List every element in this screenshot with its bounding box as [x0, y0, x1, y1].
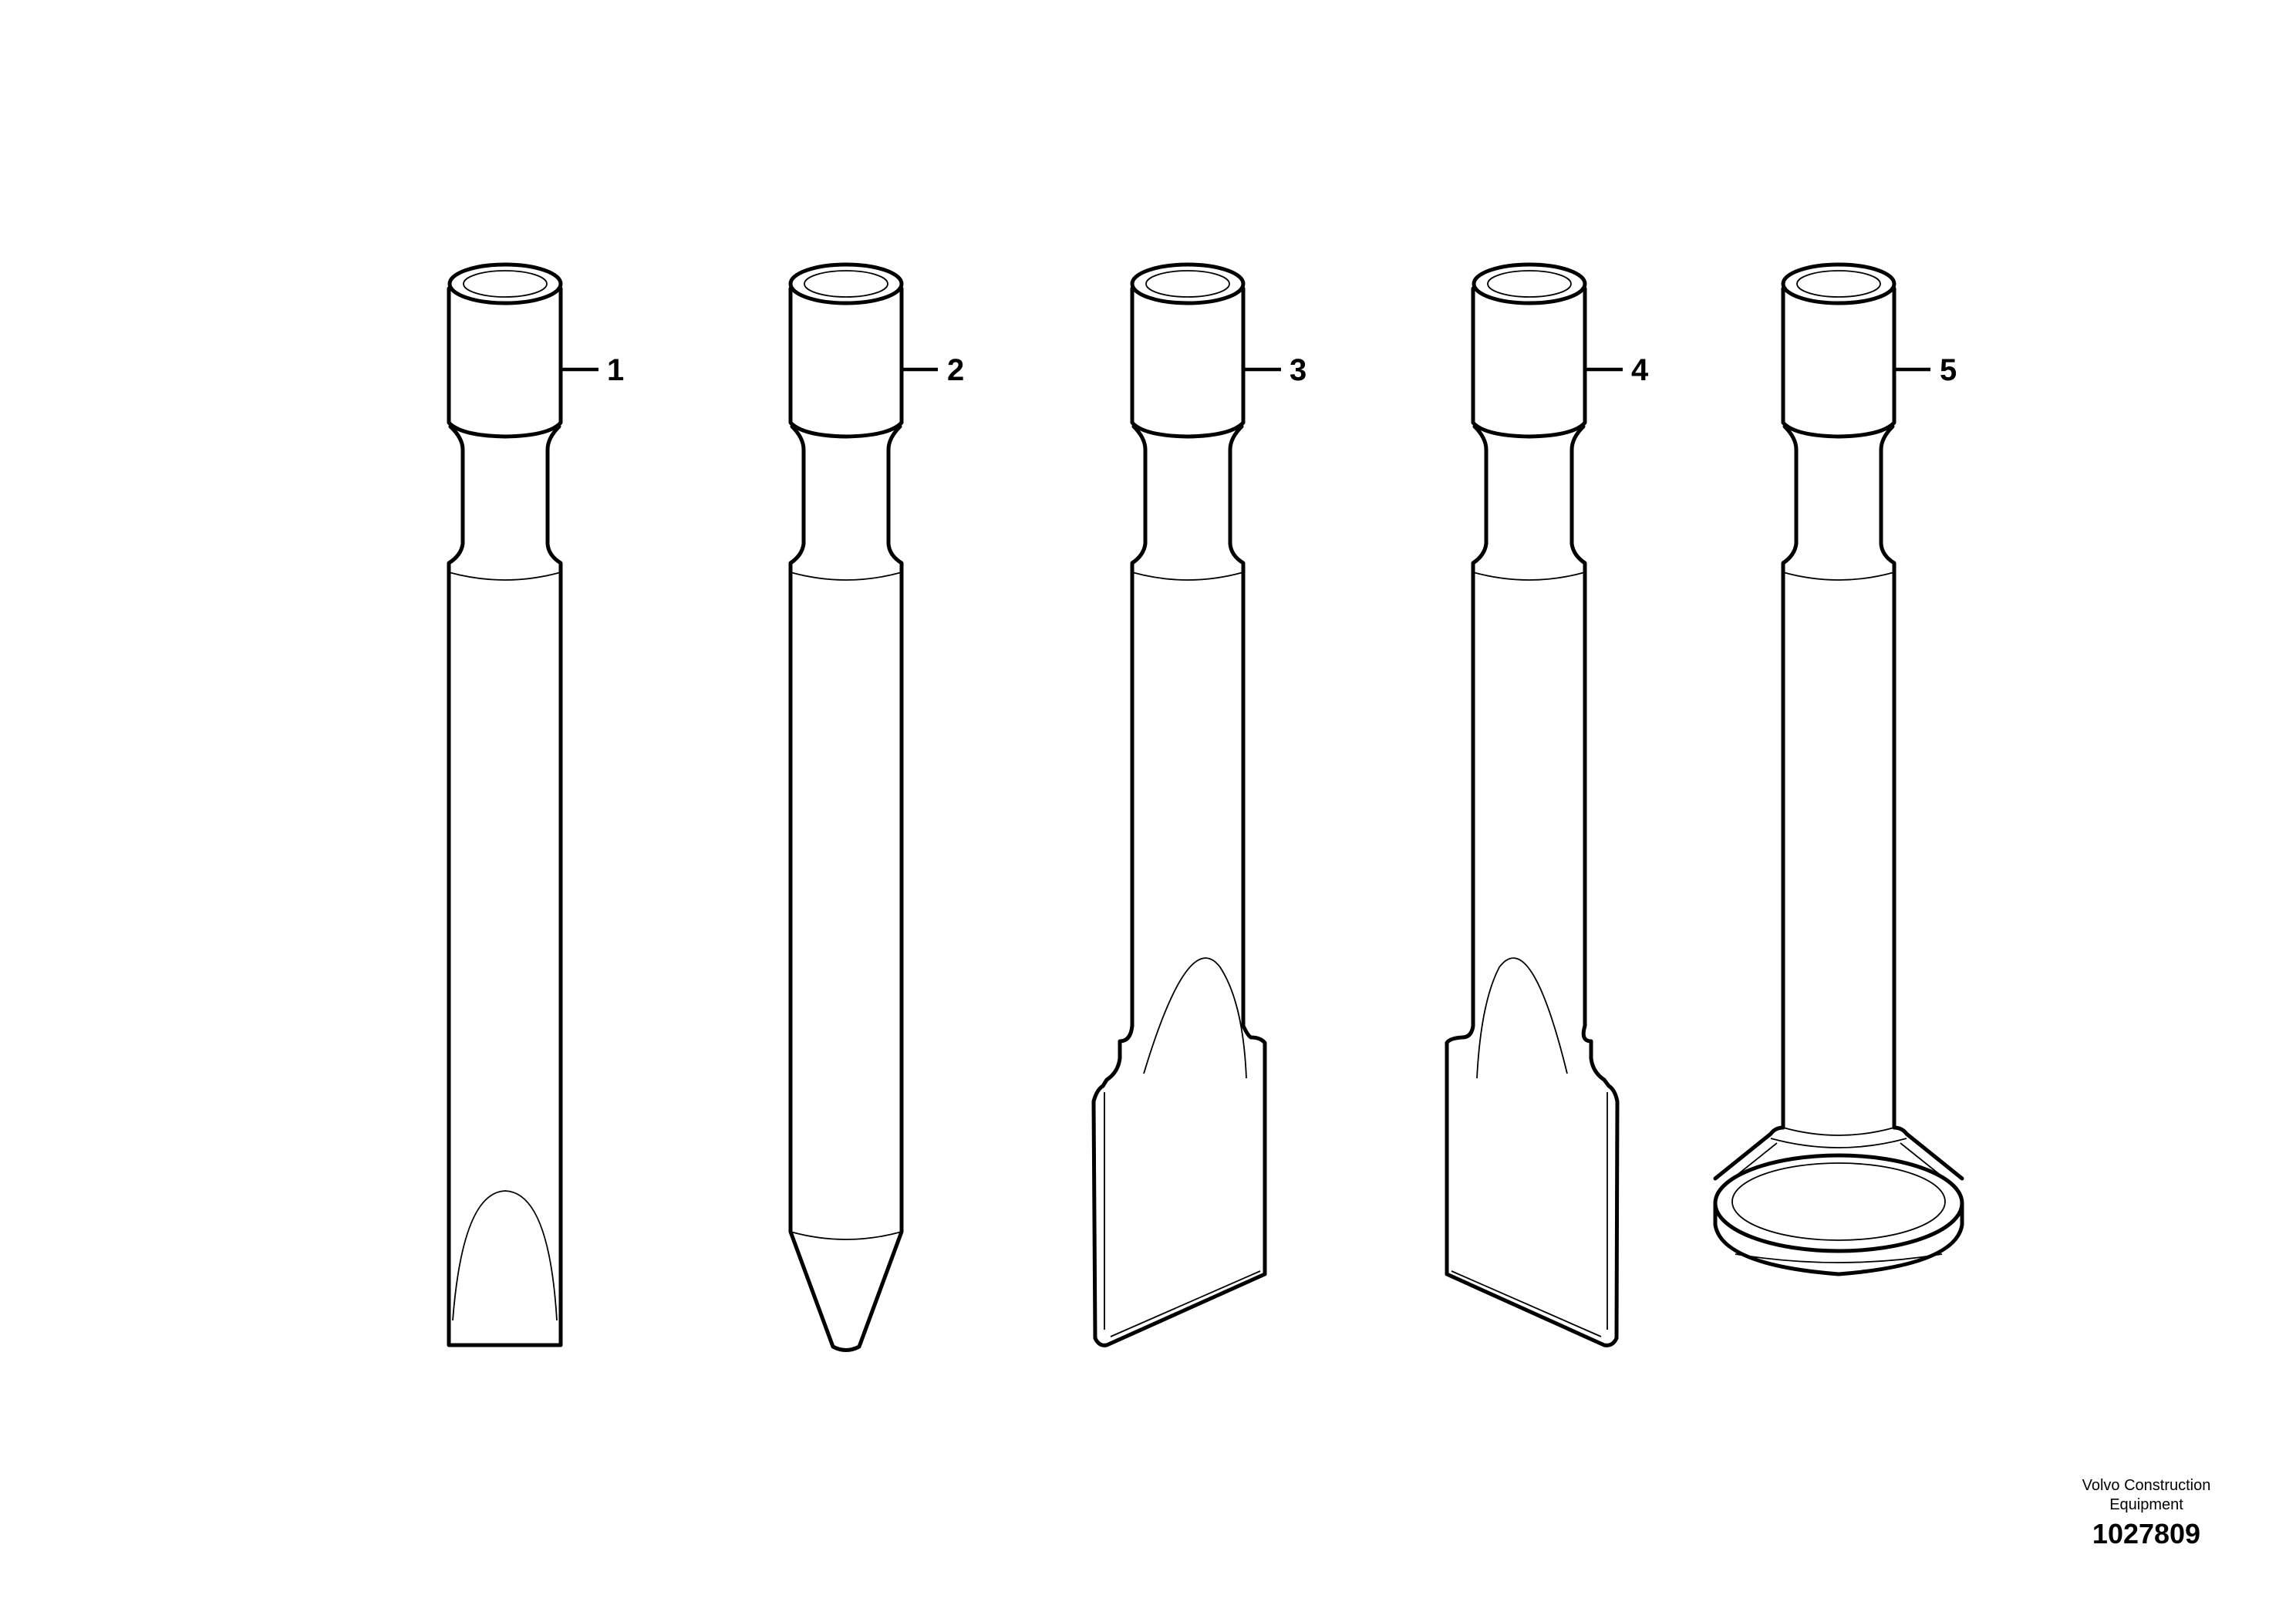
- callout-4: 4: [1631, 353, 1649, 387]
- manufacturer-line-1: Volvo Construction: [2082, 1477, 2211, 1494]
- callout-5: 5: [1940, 353, 1957, 387]
- blunt-chisel-icon: [447, 262, 563, 1347]
- narrow-chisel-icon: [1091, 262, 1267, 1347]
- manufacturer-credit: Volvo Construction Equipment: [2062, 1476, 2231, 1515]
- wide-chisel-icon: [1445, 262, 1620, 1347]
- manufacturer-line-2: Equipment: [2109, 1496, 2183, 1513]
- moil-point-icon: [788, 262, 904, 1352]
- callout-3: 3: [1290, 353, 1306, 387]
- tamping-pad-icon: [1713, 262, 1964, 1276]
- callout-1: 1: [607, 353, 624, 387]
- callout-2: 2: [947, 353, 964, 387]
- document-number: 1027809: [2092, 1518, 2201, 1549]
